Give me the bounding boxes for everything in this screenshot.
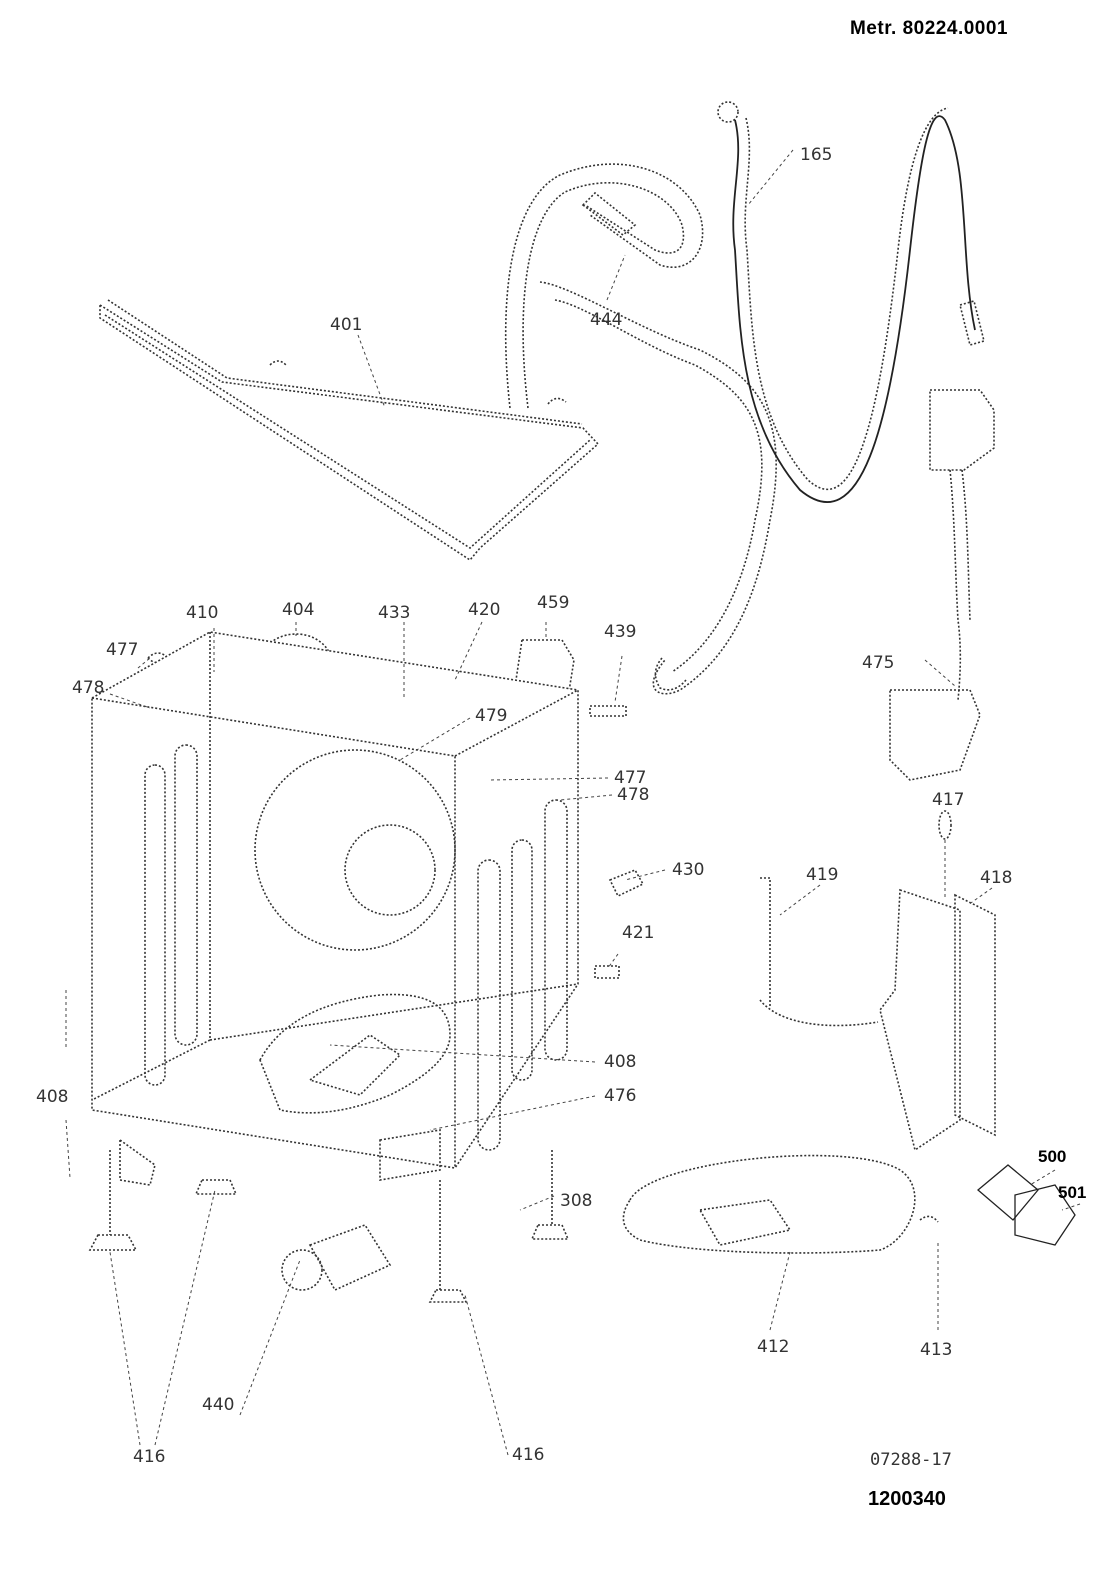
drawing-reference: 07288-17: [870, 1450, 952, 1470]
label-475: 475: [862, 653, 894, 673]
label-444: 444: [590, 310, 622, 330]
label-416-left: 416: [133, 1447, 165, 1467]
label-408-right: 408: [604, 1052, 636, 1072]
label-477-left: 477: [106, 640, 138, 660]
label-412: 412: [757, 1337, 789, 1357]
top-panel: [99, 299, 600, 562]
label-419: 419: [806, 865, 838, 885]
label-440: 440: [202, 1395, 234, 1415]
mains-cable-plug: [889, 389, 995, 781]
label-500: 500: [1038, 1147, 1066, 1166]
label-410: 410: [186, 603, 218, 623]
label-308: 308: [560, 1191, 592, 1211]
right-side-parts: [594, 810, 1076, 1254]
label-408-left: 408: [36, 1087, 68, 1107]
label-430: 430: [672, 860, 704, 880]
cabinet: [91, 631, 579, 1186]
part-number: 1200340: [868, 1488, 946, 1510]
label-459: 459: [537, 593, 569, 613]
callout-labels: 401 444 165 404 433 420 459 439 410 477 …: [36, 145, 1086, 1467]
label-478-right: 478: [617, 785, 649, 805]
label-439: 439: [604, 622, 636, 642]
label-401: 401: [330, 315, 362, 335]
drain-hose: [504, 163, 777, 695]
label-479: 479: [475, 706, 507, 726]
document-number: Metr. 80224.0001: [849, 18, 1008, 39]
inlet-hose: [717, 101, 985, 503]
label-417: 417: [932, 790, 964, 810]
label-165: 165: [800, 145, 832, 165]
label-421: 421: [622, 923, 654, 943]
label-433: 433: [378, 603, 410, 623]
label-476: 476: [604, 1086, 636, 1106]
label-420: 420: [468, 600, 500, 620]
label-413: 413: [920, 1340, 952, 1360]
label-477-right: 477: [614, 768, 646, 788]
label-404: 404: [282, 600, 314, 620]
label-416-right: 416: [512, 1445, 544, 1465]
feet-and-pump: [88, 1150, 570, 1303]
label-501: 501: [1058, 1183, 1086, 1202]
label-478-left: 478: [72, 678, 104, 698]
label-418: 418: [980, 868, 1012, 888]
leader-lines: [65, 149, 1081, 1456]
